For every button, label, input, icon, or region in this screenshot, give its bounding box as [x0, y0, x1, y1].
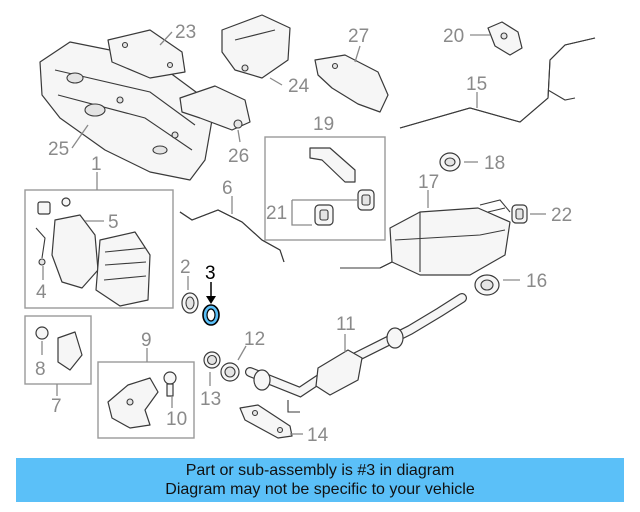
part-14-bracket[interactable]	[239, 400, 300, 439]
callout-24: 24	[288, 76, 310, 97]
part-13-gasket[interactable]	[203, 351, 221, 369]
callout-1: 1	[91, 154, 102, 175]
callout-15: 15	[466, 74, 487, 95]
callout-3-arrowhead	[206, 296, 216, 304]
part-20-hanger[interactable]	[487, 21, 523, 56]
callout-10: 10	[166, 409, 187, 430]
part-22-rubber-mount[interactable]	[511, 204, 528, 224]
part-10-bolt[interactable]	[163, 371, 177, 397]
callout-2: 2	[180, 257, 191, 278]
part-21-rubber-mount[interactable]	[314, 189, 375, 226]
callout-19: 19	[313, 114, 334, 135]
box-1	[24, 189, 174, 309]
callout-17: 17	[418, 172, 439, 193]
banner-line-1: Part or sub-assembly is #3 in diagram	[185, 462, 455, 479]
callout-14: 14	[307, 425, 329, 446]
info-banner: Part or sub-assembly is #3 in diagram Di…	[16, 458, 624, 502]
part-2-gasket[interactable]	[181, 292, 199, 314]
box-7	[24, 315, 92, 385]
callout-9: 9	[141, 330, 152, 351]
part-15-tailpipe[interactable]	[399, 37, 596, 129]
box-9	[97, 361, 195, 439]
callout-22: 22	[551, 205, 572, 226]
callout-20: 20	[443, 26, 464, 47]
callout-18: 18	[484, 153, 505, 174]
part-8-mount[interactable]	[35, 326, 83, 371]
part-27-heat-shield[interactable]	[314, 54, 389, 113]
callout-4: 4	[36, 282, 47, 303]
part-26-bracket[interactable]	[179, 85, 251, 131]
callout-8: 8	[35, 359, 46, 380]
callout-23: 23	[175, 22, 196, 43]
part-23-heat-shield[interactable]	[107, 29, 186, 79]
part-3-gasket-highlighted[interactable]	[202, 304, 220, 326]
callout-12: 12	[244, 329, 265, 350]
callout-7: 7	[51, 396, 62, 417]
box-19	[264, 136, 386, 241]
part-19-hanger-bracket[interactable]	[309, 147, 356, 183]
part-12-gasket[interactable]	[220, 362, 240, 382]
part-16-clamp[interactable]	[474, 274, 500, 296]
callout-5: 5	[108, 212, 119, 233]
callout-3: 3	[205, 263, 216, 284]
callout-6: 6	[222, 178, 233, 199]
part-18-clamp[interactable]	[439, 152, 461, 172]
part-17-rear-muffler[interactable]	[340, 199, 511, 276]
callout-16: 16	[526, 271, 547, 292]
callout-26: 26	[228, 146, 249, 167]
part-24-heat-shield[interactable]	[221, 14, 291, 79]
exhaust-parts-diagram: 25 23 24 26 27 20 15	[24, 14, 596, 446]
part-9-bracket[interactable]	[107, 377, 159, 429]
part-11-front-pipe[interactable]	[245, 293, 467, 398]
part-6-line[interactable]	[179, 209, 285, 263]
callout-13: 13	[200, 389, 221, 410]
part-1-catalytic-converter[interactable]	[35, 197, 151, 307]
part-25-crossmember[interactable]	[39, 41, 213, 181]
callout-25: 25	[48, 139, 69, 160]
banner-line-2: Diagram may not be specific to your vehi…	[165, 481, 475, 498]
callout-21: 21	[266, 203, 287, 224]
callout-27: 27	[348, 26, 369, 47]
callout-11: 11	[336, 314, 356, 335]
